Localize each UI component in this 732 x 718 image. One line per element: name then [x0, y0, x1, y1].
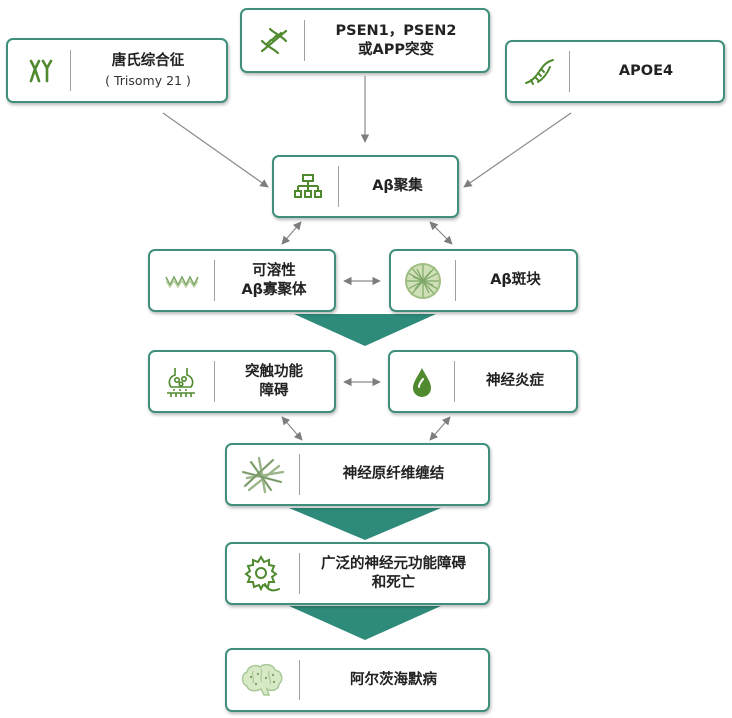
node-divider	[70, 49, 71, 92]
drop-icon	[413, 367, 431, 397]
node-label-line1: 唐氏综合征	[111, 52, 185, 69]
node-abeta-plaque: Aβ斑块	[389, 249, 578, 312]
node-label-line1: 神经炎症	[486, 373, 544, 389]
neuron-icon	[244, 554, 280, 591]
node-label-line1: Aβ聚集	[372, 178, 423, 194]
arrow-synaptic-tangles	[281, 416, 303, 441]
arrow-apoe4-to-aggregation	[463, 112, 572, 188]
dna-icon	[260, 27, 288, 54]
node-divider	[304, 19, 305, 62]
node-label-line1: 阿尔茨海默病	[350, 671, 437, 688]
node-down-syndrome: 唐氏综合征 ( Trisomy 21 )	[6, 38, 228, 103]
oligomer-icon	[165, 274, 199, 288]
node-psen-app: PSEN1，PSEN2 或APP突变	[240, 8, 490, 73]
node-label-line2: 或APP突变	[358, 41, 434, 58]
funnel-arrow-2	[289, 508, 441, 540]
node-label-line1: PSEN1，PSEN2	[335, 22, 457, 39]
node-divider	[214, 361, 215, 402]
node-label-line1: 突触功能	[245, 363, 303, 380]
arrow-inflammation-tangles	[429, 416, 451, 441]
node-abeta-aggregation: Aβ聚集	[272, 155, 459, 218]
node-neurofibrillary-tangles: 神经原纤维缠结	[225, 443, 490, 506]
funnel-arrow-3	[289, 606, 441, 640]
node-divider	[454, 361, 455, 402]
node-label-line1: 广泛的神经元功能障碍	[321, 555, 466, 572]
node-divider	[569, 51, 570, 92]
node-divider	[299, 553, 300, 594]
brain-icon	[241, 663, 283, 696]
node-label-line2: ( Trisomy 21 )	[105, 72, 191, 88]
node-label-line1: APOE4	[618, 63, 674, 79]
node-divider	[299, 659, 300, 701]
plaque-icon	[405, 262, 441, 299]
arrow-down-syndrome-to-aggregation	[162, 112, 269, 188]
fibril-icon	[241, 456, 285, 493]
node-label-line2: Aβ寡聚体	[241, 281, 307, 298]
node-divider	[338, 166, 339, 207]
node-synaptic-dysfunction: 突触功能 障碍	[148, 350, 336, 413]
node-label-line1: 神经原纤维缠结	[342, 466, 445, 482]
node-divider	[214, 260, 215, 301]
node-label-line2: 和死亡	[371, 574, 416, 591]
node-soluble-oligomer: 可溶性 Aβ寡聚体	[148, 249, 336, 312]
synapse-icon	[167, 367, 195, 397]
node-divider	[455, 260, 456, 301]
chromosome-icon	[29, 59, 53, 82]
arrow-aggregation-plaque	[429, 221, 453, 245]
node-apoe4: APOE4	[505, 40, 725, 103]
arrow-aggregation-oligomer	[281, 221, 302, 245]
node-divider	[299, 454, 300, 495]
funnel-arrow-1	[294, 314, 436, 346]
rna-icon	[525, 58, 554, 85]
node-label-line1: Aβ斑块	[490, 272, 541, 288]
node-label-line1: 可溶性	[252, 262, 296, 279]
node-neuronal-death: 广泛的神经元功能障碍 和死亡	[225, 542, 490, 605]
node-label-line2: 障碍	[259, 382, 289, 399]
network-icon	[294, 173, 322, 198]
node-neuroinflammation: 神经炎症	[388, 350, 578, 413]
node-alzheimers-disease: 阿尔茨海默病	[225, 648, 490, 712]
